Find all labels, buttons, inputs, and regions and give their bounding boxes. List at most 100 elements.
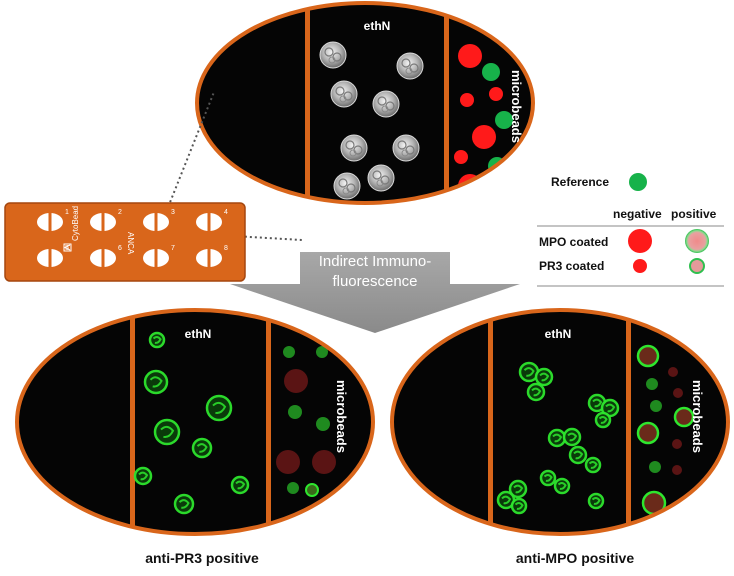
top-cells-group [319,41,424,200]
slide-well-number: 7 [171,245,175,252]
legend-negative-label: negative [613,207,662,221]
microbead [646,378,658,390]
slide-well-number: 4 [224,209,228,216]
microbead [454,150,468,164]
neutrophil-cell [330,80,358,108]
fluorescent-cell [148,331,166,349]
neutrophil-cell [333,172,361,200]
slide-product: ANCA [126,232,135,255]
microbead [472,125,496,149]
bl-caption: anti-PR3 positive [145,550,259,566]
slide-well: 7 [143,245,175,268]
legend: Reference negative positive MPO coated P… [537,173,724,287]
neutrophil-cell [367,164,395,192]
microbead [287,482,299,494]
top-panel: ethN microbeads [195,1,535,205]
fluorescent-cell [143,369,169,395]
fluorescent-cell [205,394,233,422]
arrow-text: Indirect Immuno- fluorescence [300,252,450,292]
slide-well-number: 2 [118,209,122,216]
fluorescent-cell [153,418,181,446]
microbead [288,405,302,419]
br-beads-group [636,344,695,516]
bl-divider-right [266,310,271,534]
legend-pr3-negative-bead [633,259,647,273]
bl-cells-label: ethN [185,327,212,341]
slide-well: 8 [196,245,228,268]
slide-brand: CytoBead [71,206,80,241]
fluorescent-cell [587,492,605,510]
legend-positive-label: positive [671,207,717,221]
microbead [316,417,330,431]
bl-beads-group [276,346,336,497]
br-beads-label: microbeads [690,380,705,453]
fluorescent-cell [539,469,557,487]
legend-mpo-label: MPO coated [539,235,608,249]
microbead [673,388,683,398]
process-arrow-icon [230,252,520,333]
microbead [312,450,336,474]
fluorescent-cell [584,456,602,474]
microbead [649,461,661,473]
microbead [636,421,660,445]
neutrophil-cell [396,52,424,80]
br-divider-left [488,310,493,534]
br-caption: anti-MPO positive [516,550,634,566]
microbead [650,400,662,412]
arrow-text-line2: fluorescence [332,273,418,290]
microbead [482,63,500,81]
br-cells-group [496,361,620,515]
microbead [284,369,308,393]
fluorescent-cell [510,497,528,515]
microbead [276,450,300,474]
microbead [636,344,660,368]
fluorescent-cell [568,445,588,465]
fluorescent-cell [547,428,567,448]
legend-reference-bead [629,173,647,191]
fluorescent-cell [133,466,153,486]
bl-divider-left [130,310,135,534]
microbead [672,465,682,475]
top-divider-left [305,3,310,203]
br-divider-right [626,310,631,534]
microbead [673,406,695,428]
fluorescent-cell [173,493,195,515]
microbead [489,87,503,101]
neutrophil-cell [372,90,400,118]
legend-pr3-label: PR3 coated [539,259,604,273]
top-cells-label: ethN [364,19,391,33]
fluorescent-cell [562,427,582,447]
slide-well-number: 1 [65,209,69,216]
slide-well: 4 [196,209,228,232]
slide-well: 6 [90,245,122,268]
fluorescent-cell [526,382,546,402]
bottom-left-panel: ethN microbeads [15,308,375,536]
slide-well: 3 [143,209,175,232]
legend-pr3-positive-bead [689,258,705,274]
legend-mpo-negative-bead [628,229,652,253]
neutrophil-cell [319,41,347,69]
top-beads-label: microbeads [509,70,524,143]
arrow-text-line1: Indirect Immuno- [318,253,432,270]
slide-well-number: 3 [171,209,175,216]
microbead [316,346,328,358]
microbead [495,111,513,129]
microbead [458,44,482,68]
fluorescent-cell [508,479,528,499]
brand-logo-icon [63,243,72,252]
fluorescent-cell [553,477,571,495]
fluorescent-cell [230,475,250,495]
bottom-right-panel: ethN microbeads [390,308,730,536]
fluorescent-cell [600,398,620,418]
neutrophil-cell [340,134,368,162]
fluorescent-cell [594,411,612,429]
slide-well-number: 8 [224,245,228,252]
bl-beads-label: microbeads [334,380,349,453]
br-cells-label: ethN [545,327,572,341]
slide-well: 1 [37,209,69,232]
fluorescent-cell [191,437,213,459]
legend-reference-label: Reference [551,175,609,189]
